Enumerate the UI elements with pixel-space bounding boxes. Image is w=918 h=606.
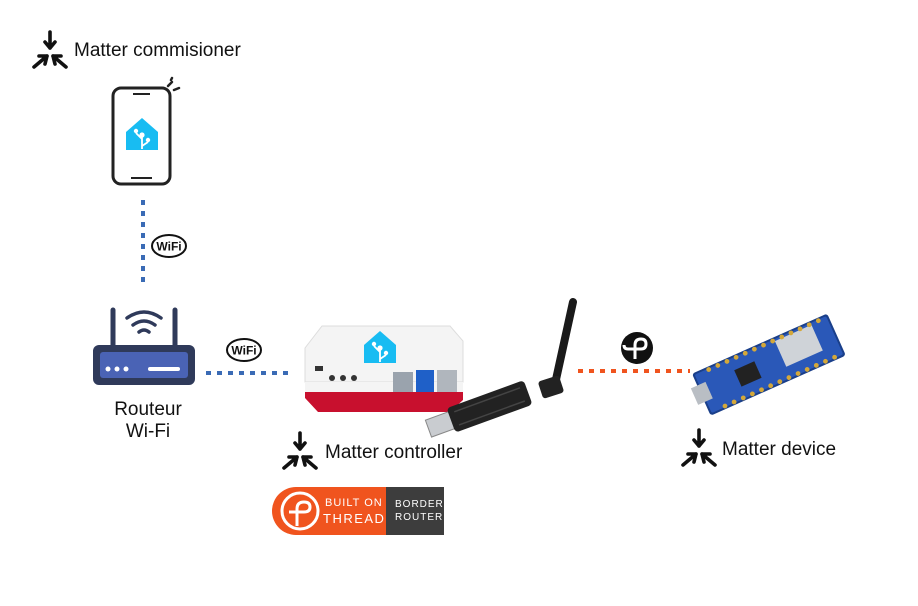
arduino-board-icon [690, 314, 845, 415]
raspberry-pi-home-assistant-icon [304, 325, 464, 412]
device-label: Matter device [722, 439, 837, 460]
wifi-icon [226, 338, 262, 362]
commissioner-label: Matter commisioner [74, 40, 241, 61]
built-on-thread-badge [272, 487, 444, 535]
router-label-line2: Wi-Fi [125, 421, 171, 442]
badge-router: ROUTER [395, 512, 444, 523]
matter-logo-icon [32, 30, 68, 69]
controller-label: Matter controller [325, 442, 463, 463]
badge-thread: THREAD [323, 511, 386, 526]
badge-border: BORDER [395, 499, 444, 510]
wifi-router-icon [93, 307, 195, 385]
thread-icon [621, 332, 653, 364]
wifi-icon [151, 234, 187, 258]
router-label: Routeur Wi-Fi [88, 399, 208, 443]
smartphone-home-assistant-icon [111, 76, 181, 186]
badge-built-on: BUILT ON [325, 497, 383, 509]
matter-logo-icon [681, 428, 717, 467]
thread-usb-dongle-icon [424, 298, 577, 438]
matter-logo-icon [282, 431, 318, 470]
router-label-line1: Routeur [114, 399, 182, 420]
